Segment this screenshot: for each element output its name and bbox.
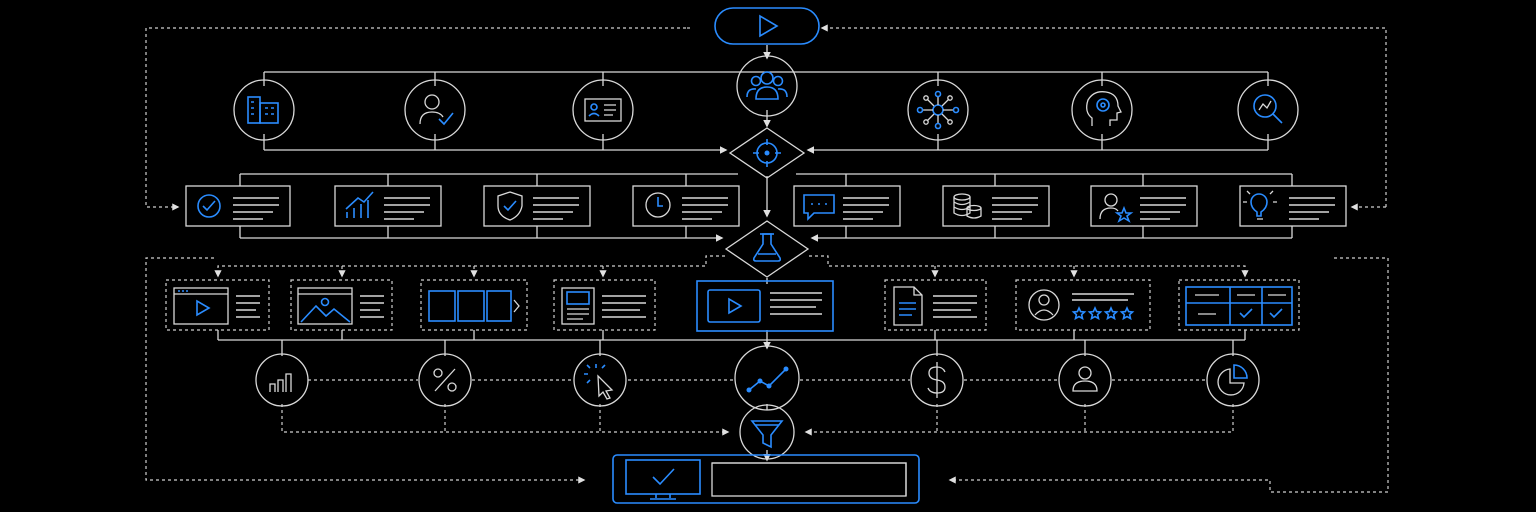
image-window-icon	[297, 287, 353, 325]
shield-check-icon	[497, 191, 523, 221]
clock-icon	[645, 192, 671, 218]
criteria-card-time[interactable]	[632, 185, 740, 227]
variant-video-window[interactable]	[165, 279, 270, 331]
loop-bottom-left	[145, 257, 586, 484]
metric-bar-chart[interactable]	[255, 353, 309, 407]
building-icon[interactable]	[233, 79, 295, 141]
review-stars-icon	[1028, 289, 1135, 321]
pie-chart-icon	[1217, 364, 1248, 396]
connectors	[145, 24, 1389, 493]
document-icon	[893, 286, 923, 326]
video-window-icon	[173, 287, 229, 325]
user-icon	[1072, 366, 1098, 392]
loop-top-right	[820, 24, 1387, 207]
play-icon	[759, 14, 779, 38]
metric-row	[255, 345, 1260, 411]
lightbulb-icon	[1243, 190, 1277, 220]
start-node[interactable]	[714, 7, 820, 45]
experiment-node[interactable]	[724, 220, 810, 278]
bar-chart-growth-icon	[345, 191, 374, 218]
user-check-icon[interactable]	[404, 79, 466, 141]
result-node[interactable]	[612, 454, 920, 504]
bar-chart-icon	[269, 373, 292, 392]
metric-user[interactable]	[1058, 353, 1112, 407]
user-star-icon	[1099, 193, 1134, 223]
brain-gear-icon[interactable]	[1071, 79, 1133, 141]
metric-pie[interactable]	[1206, 353, 1260, 407]
metric-click[interactable]	[573, 353, 627, 407]
checkmark-icon	[197, 194, 221, 218]
criteria-card-quality[interactable]	[185, 185, 291, 227]
variant-carousel[interactable]	[420, 279, 528, 331]
criteria-card-security[interactable]	[483, 185, 591, 227]
variant-image-window[interactable]	[290, 279, 393, 331]
carousel-icon	[428, 290, 520, 322]
monitor-check-icon	[625, 459, 701, 500]
metrics-to-filter-right	[804, 404, 1234, 436]
variant-comparison[interactable]	[1178, 279, 1300, 331]
variants-dashed-right	[809, 255, 1249, 278]
loop-bottom-right	[948, 257, 1389, 493]
goal-node[interactable]	[728, 127, 806, 179]
loop-top-left	[145, 27, 686, 211]
variant-document-image[interactable]	[553, 279, 656, 331]
criteria-card-satisfaction[interactable]	[1090, 185, 1198, 227]
network-icon[interactable]	[907, 79, 969, 141]
metric-percent[interactable]	[418, 353, 472, 407]
dollar-icon	[927, 362, 946, 398]
filter-node[interactable]	[739, 404, 795, 460]
chat-bubble-icon	[803, 194, 835, 221]
metric-trend[interactable]	[734, 345, 800, 411]
variant-document[interactable]	[884, 279, 987, 331]
video-player-icon	[707, 289, 761, 323]
flask-icon	[752, 233, 782, 262]
analytics-search-icon[interactable]	[1237, 79, 1299, 141]
criteria-card-cost[interactable]	[942, 185, 1050, 227]
team-icon[interactable]	[736, 55, 798, 117]
trend-line-icon	[746, 366, 789, 393]
stakeholder-row	[233, 55, 1299, 141]
target-icon	[753, 139, 781, 167]
criteria-card-feedback[interactable]	[793, 185, 901, 227]
document-image-icon	[561, 287, 595, 325]
metric-revenue[interactable]	[910, 353, 964, 407]
click-cursor-icon	[584, 364, 614, 400]
variants-dashed-left	[214, 255, 725, 278]
funnel-icon	[750, 420, 784, 449]
variant-review[interactable]	[1015, 279, 1151, 331]
criteria-row	[185, 185, 1347, 227]
coins-icon	[953, 193, 982, 219]
comparison-table-icon	[1185, 286, 1293, 326]
id-card-icon[interactable]	[572, 79, 634, 141]
variant-row	[165, 279, 1300, 332]
metrics-to-filter-left	[281, 404, 730, 436]
percent-icon	[433, 368, 457, 392]
variant-video-player[interactable]	[696, 280, 834, 332]
criteria-card-innovation[interactable]	[1239, 185, 1347, 227]
criteria-card-growth[interactable]	[334, 185, 442, 227]
